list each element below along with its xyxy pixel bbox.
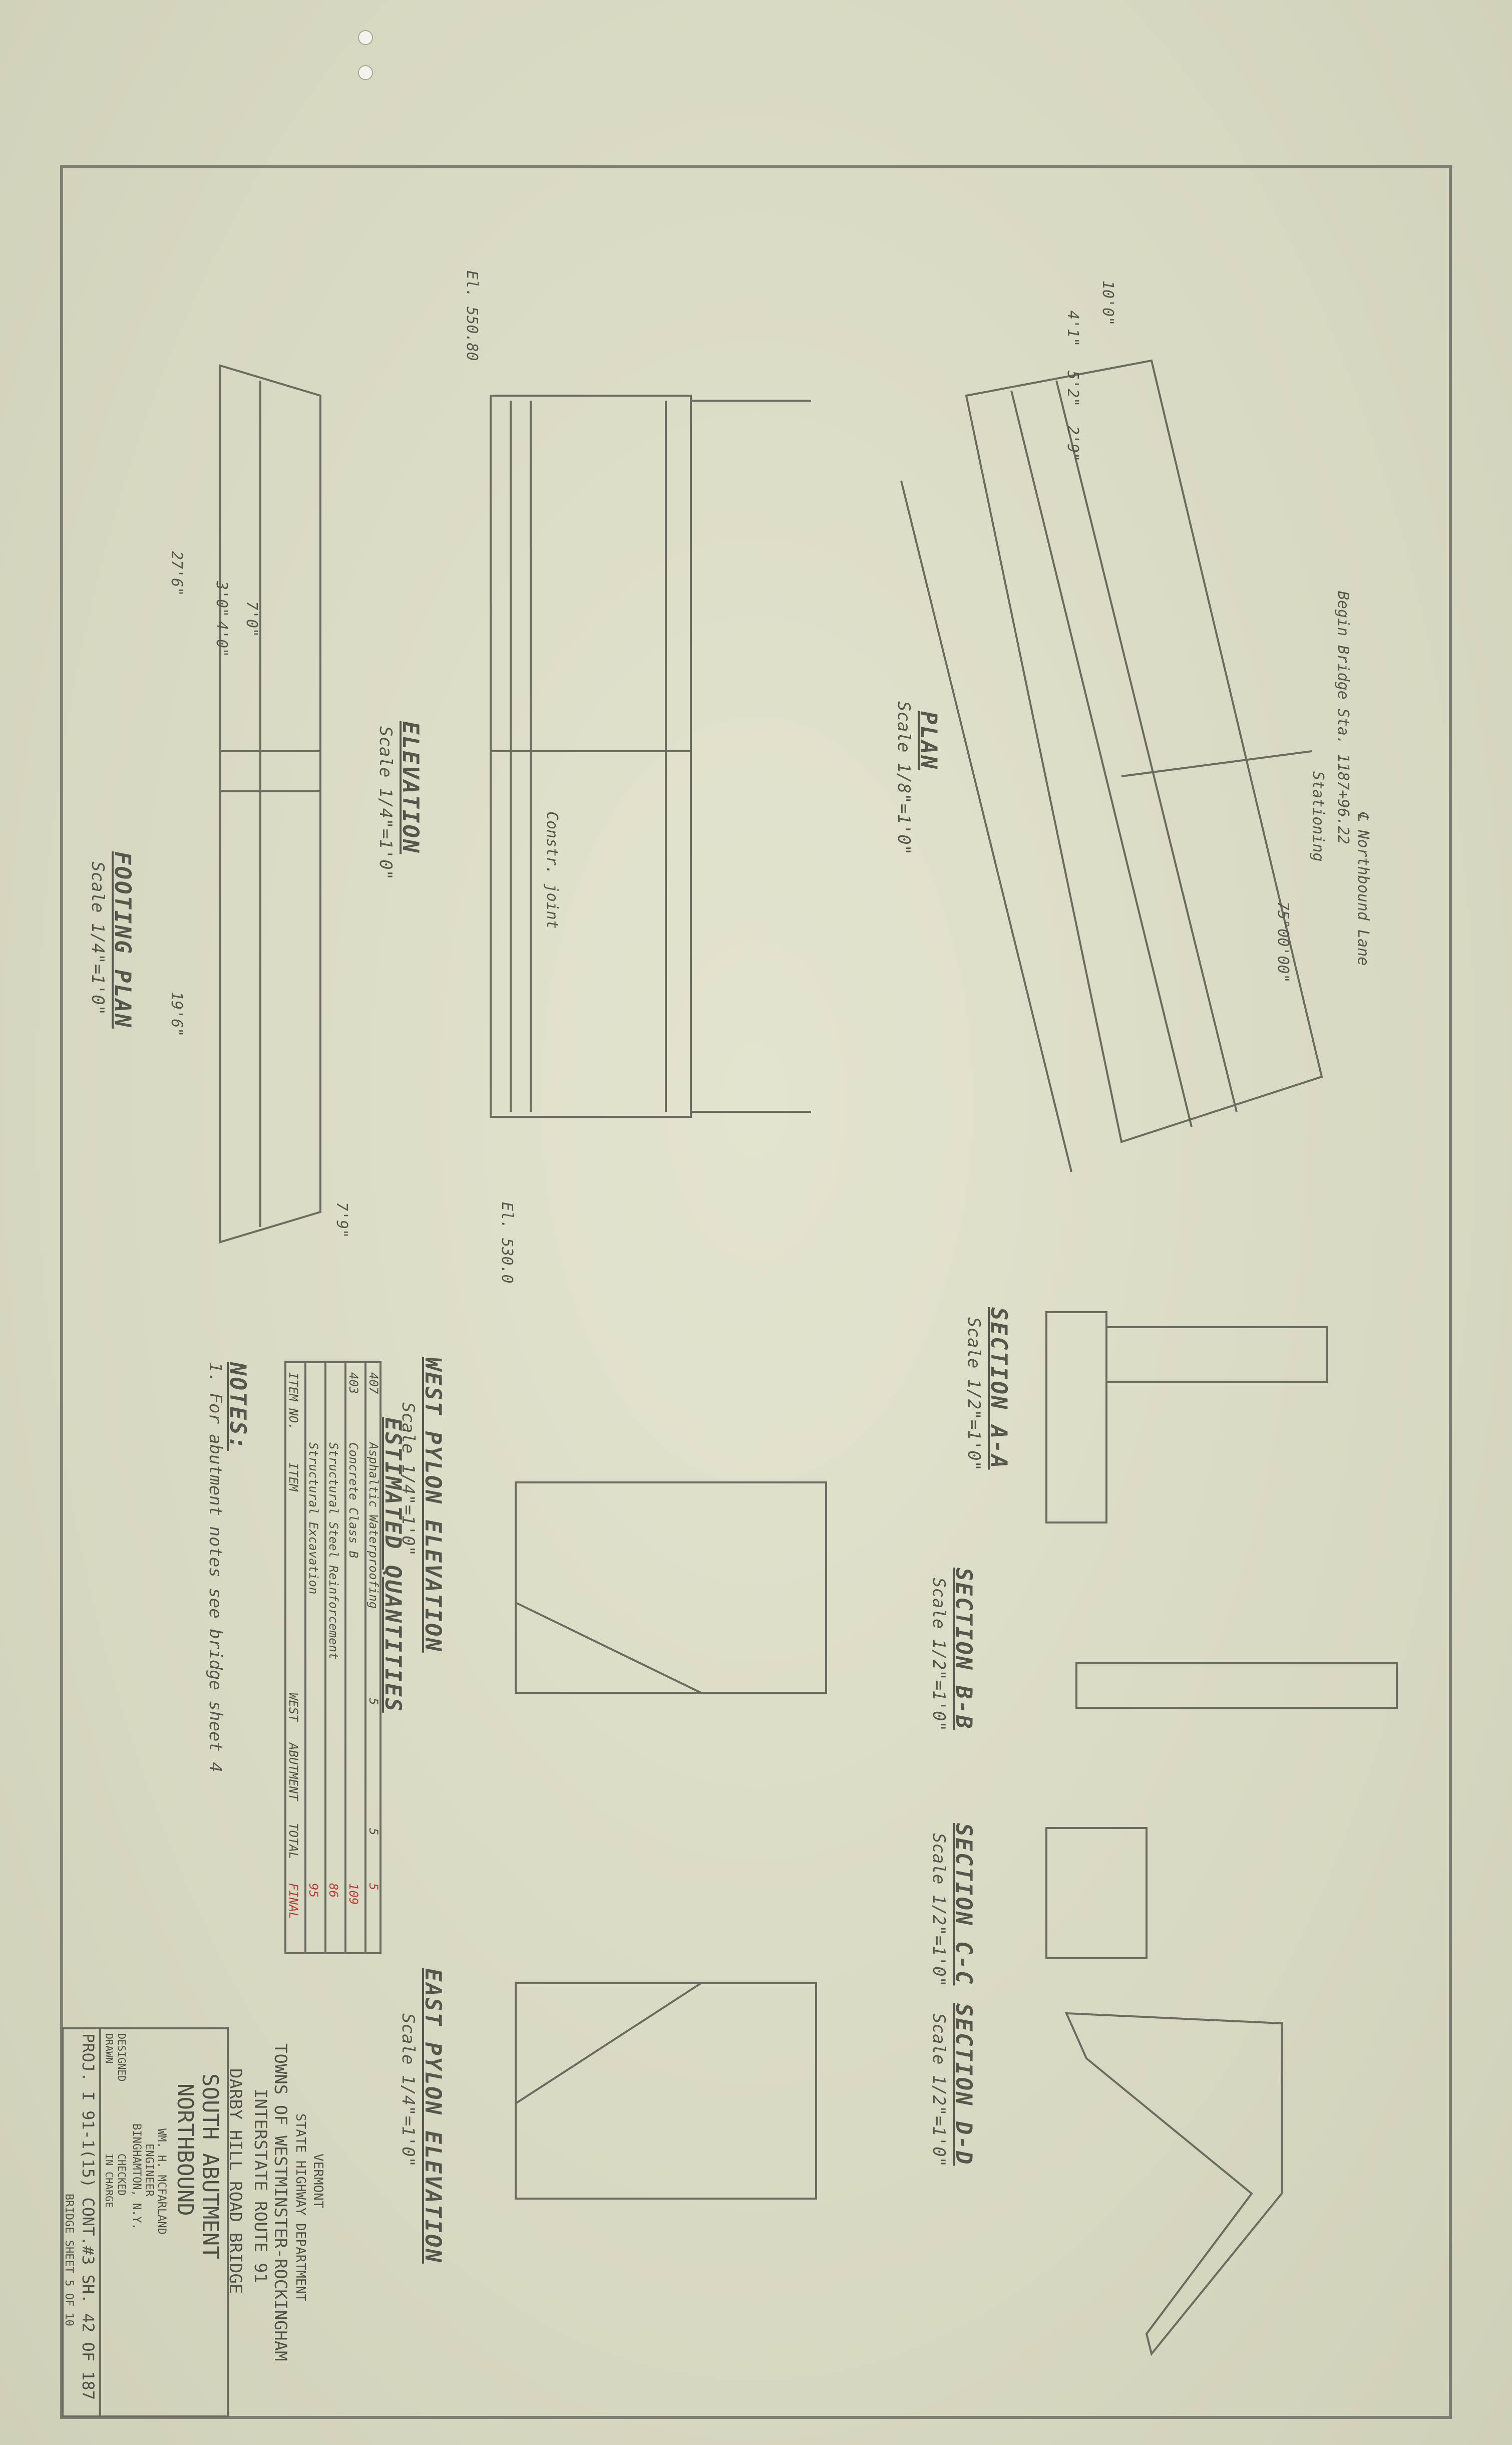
tb-engineer-city: BINGHAMTON, N.Y.	[130, 2123, 143, 2230]
elevation-scale: Scale 1/4"=1'0"	[375, 726, 396, 880]
east-pylon-title: EAST PYLON ELEVATION	[420, 1968, 446, 2264]
tb-bridge-sheet: BRIDGE SHEET 5 OF 10	[63, 2194, 75, 2326]
plan-dim-overall: 10'0"	[1099, 280, 1116, 326]
east-pylon-outline	[515, 1982, 817, 2200]
plan-outline	[965, 359, 1323, 1143]
qty-header: ITEM	[286, 1462, 300, 1491]
stationing-label: Stationing	[1309, 771, 1327, 862]
binding-hole	[358, 65, 373, 80]
footing-dim-left: 27'6"	[168, 551, 185, 596]
begin-bridge-label: Begin Bridge Sta. 1187+96.22	[1334, 591, 1352, 844]
section-cc-scale: Scale 1/2"=1'0"	[929, 1833, 949, 1987]
qty-header: TOTAL	[286, 1823, 300, 1860]
tb-state: VERMONT	[310, 2154, 325, 2209]
west-pylon-title: WEST PYLON ELEVATION	[420, 1357, 446, 1653]
footing-outline	[219, 364, 321, 1244]
title-block-frame	[62, 2027, 229, 2417]
footing-plan-title: FOOTING PLAN	[110, 851, 135, 1029]
qty-total: 5	[366, 1828, 381, 1836]
tb-drawn: DRAWN	[103, 2033, 115, 2064]
qty-final: 5	[366, 1883, 381, 1891]
tb-engineer-name: WM. H. MCFARLAND	[155, 2128, 168, 2235]
sheet-border	[60, 165, 1452, 2419]
qty-header: ABUTMENT	[286, 1743, 300, 1801]
section-cc-title: SECTION C-C	[951, 1823, 976, 1986]
northbound-lane-label: ℄ Northbound Lane	[1354, 811, 1372, 966]
notes-text: 1. For abutment notes see bridge sheet 4	[205, 1362, 225, 1772]
footing-dim-c: 7'0"	[243, 601, 260, 638]
qty-item-no: 403	[346, 1372, 360, 1394]
plan-scale: Scale 1/8"=1'0"	[894, 701, 914, 855]
tb-bridge: DARBY HILL ROAD BRIDGE	[225, 2068, 245, 2294]
section-dd	[1064, 2012, 1283, 2356]
constr-joint-label: Constr. joint	[543, 811, 561, 929]
qty-item: Concrete Class B	[346, 1442, 360, 1559]
qty-header: ITEM NO.	[286, 1372, 300, 1430]
footing-dim-width: 7'9"	[333, 1202, 350, 1239]
qty-west: 5	[366, 1698, 381, 1705]
notes-title: NOTES:	[225, 1362, 250, 1451]
qty-item: Structural Steel Reinforcement	[326, 1442, 340, 1660]
qty-header: FINAL	[286, 1883, 300, 1920]
section-bb-title: SECTION B-B	[951, 1568, 976, 1730]
section-bb	[1075, 1662, 1398, 1709]
qty-final: 109	[346, 1883, 360, 1905]
qty-final: 86	[326, 1883, 340, 1898]
footing-dim-a: 3'0"	[213, 581, 230, 618]
tb-route: INTERSTATE ROUTE 91	[250, 2088, 270, 2283]
tb-department: STATE HIGHWAY DEPARTMENT	[293, 2113, 308, 2302]
tb-in-charge: IN CHARGE	[103, 2154, 115, 2208]
section-cc	[1045, 1827, 1148, 1959]
section-aa-title: SECTION A-A	[986, 1307, 1011, 1470]
section-dd-scale: Scale 1/2"=1'0"	[929, 2013, 949, 2168]
tb-engineer-title: ENGINEER	[143, 2144, 155, 2197]
elevation-top-el: El. 550.80	[463, 270, 481, 361]
quantities-grid	[284, 1361, 382, 1954]
qty-item-no: 407	[366, 1372, 381, 1394]
qty-final: 95	[306, 1883, 320, 1898]
footing-dim-right: 19'6"	[168, 992, 185, 1037]
tb-towns: TOWNS OF WESTMINSTER-ROCKINGHAM	[270, 2043, 290, 2361]
section-dd-title: SECTION D-D	[951, 2003, 976, 2166]
tb-designed: DESIGNED	[116, 2033, 128, 2082]
section-aa-scale: Scale 1/2"=1'0"	[964, 1317, 984, 1471]
section-aa-stem	[1045, 1311, 1107, 1523]
tb-checked: CHECKED	[116, 2154, 128, 2196]
tb-project: PROJ. I 91-1(15) CONT.#3 SH. 42 OF 187	[79, 2033, 98, 2400]
skew-angle-label: 75°00'00"	[1274, 901, 1292, 983]
plan-dim-c: 2'9"	[1064, 426, 1081, 462]
qty-header: WEST	[286, 1693, 300, 1722]
binding-hole	[358, 30, 373, 45]
elevation-title: ELEVATION	[398, 721, 423, 854]
tb-direction: NORTHBOUND	[172, 2083, 198, 2216]
elevation-bottom-el: El. 530.0	[498, 1202, 516, 1284]
plan-dim-a: 4'1"	[1064, 311, 1081, 347]
west-pylon-outline	[515, 1481, 827, 1694]
qty-item: Structural Excavation	[306, 1442, 320, 1595]
footing-dim-b: 4'0"	[213, 621, 230, 658]
quantities-title: ESTIMATED QUANTITIES	[380, 1417, 406, 1713]
elevation-outline	[490, 395, 692, 1118]
plan-dim-b: 5'2"	[1064, 371, 1081, 407]
footing-plan-scale: Scale 1/4"=1'0"	[88, 861, 108, 1016]
qty-item: Asphaltic Waterproofing	[366, 1442, 381, 1609]
tb-abutment: SOUTH ABUTMENT	[197, 2073, 223, 2259]
east-pylon-scale: Scale 1/4"=1'0"	[398, 2013, 418, 2168]
plan-title: PLAN	[916, 711, 941, 770]
section-bb-scale: Scale 1/2"=1'0"	[929, 1578, 949, 1732]
